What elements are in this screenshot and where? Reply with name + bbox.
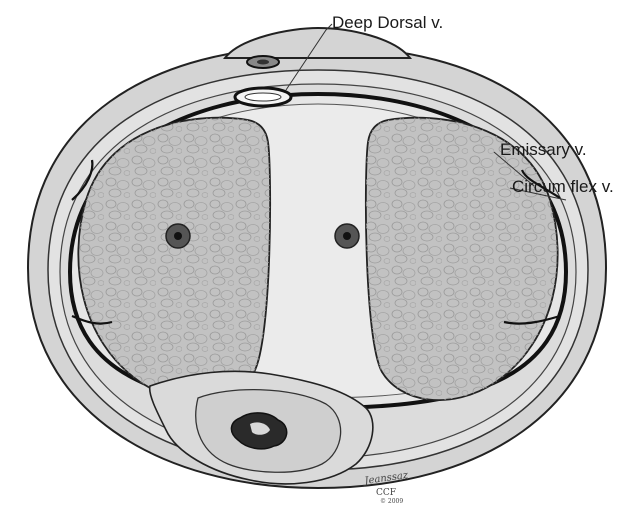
signature-year: © 2009 <box>380 498 403 505</box>
signature-org: CCF <box>376 488 396 498</box>
emissary-vein-label: Emissary v. <box>500 140 587 159</box>
circumflex-vein-label: Circum flex v. <box>512 177 614 196</box>
deep-dorsal-vein-label: Deep Dorsal v. <box>332 13 443 32</box>
